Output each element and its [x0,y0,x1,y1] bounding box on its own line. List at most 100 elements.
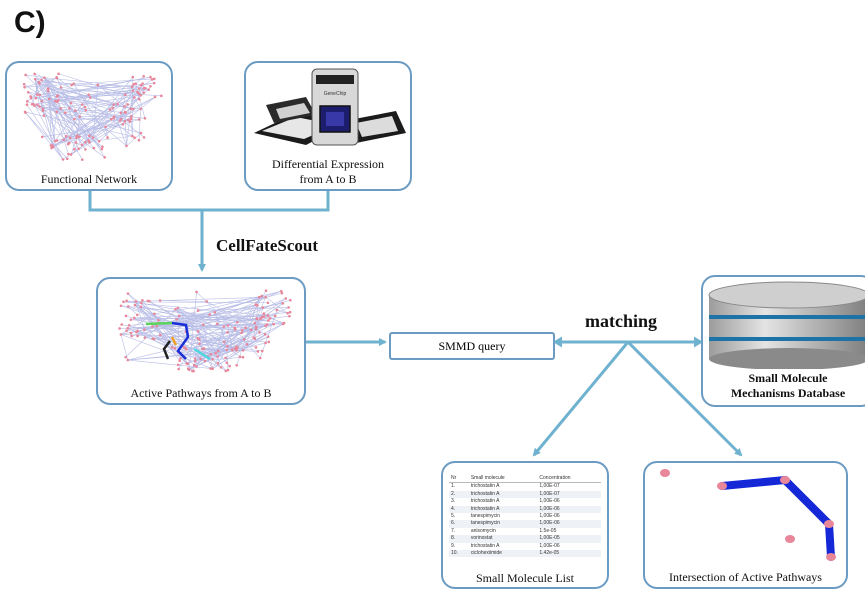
network-node [62,158,65,161]
network-node [130,118,133,121]
network-node [138,98,141,101]
network-node [288,315,291,318]
network-node [263,315,266,318]
network-node [267,341,270,344]
network-node [120,304,123,307]
network-node [171,346,174,349]
network-node [26,103,29,106]
network-node [125,111,128,114]
network-node [52,146,55,149]
network-node [92,136,95,139]
network-edge [154,297,259,314]
network-node [258,296,261,299]
network-node [31,103,34,106]
network-node [283,322,286,325]
network-node [81,144,84,147]
network-node [264,333,267,336]
network-node [149,76,152,79]
database-panel: Small Molecule Mechanisms Database [701,275,865,407]
network-node [224,357,227,360]
network-node [43,76,46,79]
network-node [130,115,133,118]
network-node [122,301,125,304]
network-node [64,111,67,114]
network-node [116,103,119,106]
network-node [106,136,109,139]
network-node [177,363,180,366]
network-edge [128,360,211,368]
network-node [84,141,87,144]
table-cell: 1,00E-06 [537,498,601,505]
network-node [60,86,63,89]
network-node [133,136,136,139]
network-node [87,93,90,96]
network-node [124,356,127,359]
network-node [289,311,292,314]
network-node [112,103,115,106]
network-node [36,103,39,106]
network-node [40,79,43,82]
network-node [225,349,228,352]
network-node [118,327,121,330]
network-node [263,312,266,315]
network-node [142,75,145,78]
network-node [124,120,127,123]
table-cell: ciclohexiimide [469,550,538,557]
table-cell: tanespimycin [469,520,538,527]
network-node [26,100,29,103]
network-node [183,346,186,349]
intersection-panel: Intersection of Active Pathways [643,461,848,589]
network-node [204,360,207,363]
network-node [124,93,127,96]
network-node [29,95,32,98]
network-node [139,108,142,111]
intersection-pathway [722,480,831,557]
network-node [282,302,285,305]
network-node [235,364,238,367]
network-node [153,77,156,80]
table-header-cell: Nr [449,475,469,483]
functional-network-caption: Functional Network [7,172,171,187]
network-node [195,291,198,294]
network-node [143,136,146,139]
network-node [59,107,62,110]
network-node [38,94,41,97]
network-node [123,105,126,108]
network-node [223,341,226,344]
network-node [276,309,279,312]
network-node [208,313,211,316]
network-node [211,358,214,361]
network-node [257,350,260,353]
network-node [36,93,39,96]
network-node [33,73,36,76]
network-node [785,535,795,543]
table-cell: trichostatin A [469,491,538,498]
matching-arrowhead-left [554,337,562,347]
network-node [267,319,270,322]
network-node [128,324,131,327]
active-pathways-graph [98,279,304,383]
differential-expression-caption-1: Differential Expression [246,157,410,172]
network-node [48,98,51,101]
network-node [242,349,245,352]
network-node [197,309,200,312]
network-node [135,331,138,334]
network-node [660,469,670,477]
network-node [27,91,30,94]
network-node [84,106,87,109]
network-node [43,114,46,117]
network-node [178,315,181,318]
network-node [41,107,44,110]
network-node [246,343,249,346]
network-node [250,328,253,331]
network-node [47,90,50,93]
network-node [289,299,292,302]
network-node [103,156,106,159]
network-node [226,361,229,364]
network-node [96,84,99,87]
network-node [130,107,133,110]
